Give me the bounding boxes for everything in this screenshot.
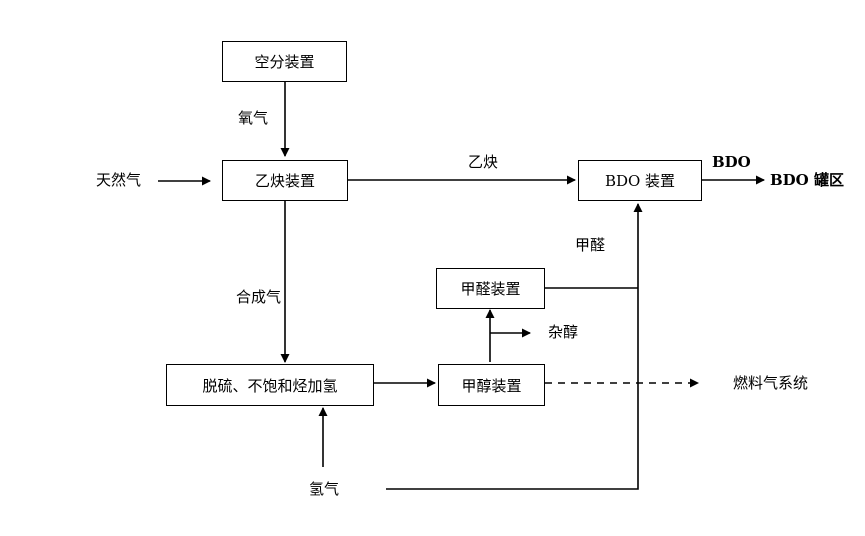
hydrogen-to-bdo-line (386, 203, 643, 490)
acetylene-label: 乙炔 (468, 153, 499, 171)
natural-gas-label: 天然气 (96, 171, 142, 189)
formaldehyde-unit: 甲醛装置 (436, 268, 545, 309)
bdo-tank-label: BDO 罐区 (770, 171, 844, 189)
fusel-alcohol-label: 杂醇 (548, 323, 579, 341)
syngas-label: 合成气 (236, 288, 282, 306)
hydrogen-label: 氢气 (309, 480, 340, 498)
fuel-gas-system-label: 燃料气系统 (733, 374, 809, 392)
formaldehyde-label: 甲醛 (575, 236, 606, 254)
oxygen-label: 氧气 (238, 109, 269, 127)
bdo-label: BDO (712, 153, 751, 171)
methanol-unit: 甲醇装置 (438, 364, 545, 406)
air-separation-unit: 空分装置 (222, 41, 347, 82)
desulfurization-unit: 脱硫、不饱和烃加氢 (166, 364, 374, 406)
bdo-unit: BDO 装置 (578, 160, 702, 201)
acetylene-unit: 乙炔装置 (222, 160, 348, 201)
